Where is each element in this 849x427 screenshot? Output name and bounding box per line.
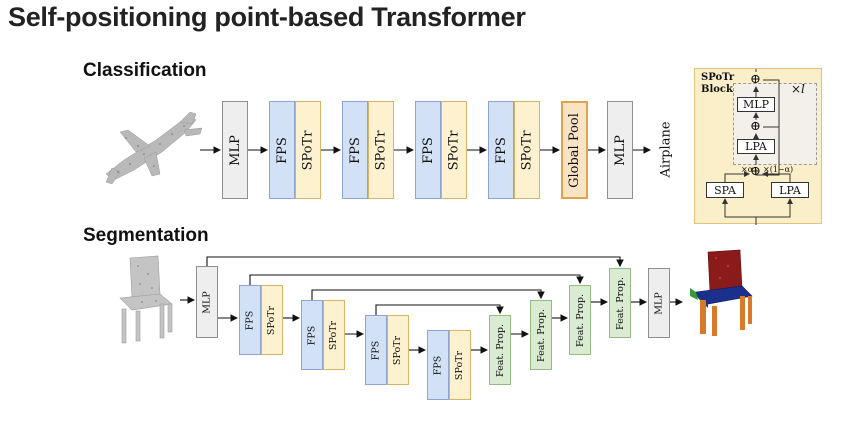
- classification-fps-4: FPS: [488, 101, 514, 199]
- add-node-middle-icon: ⊕: [750, 119, 761, 134]
- alpha-label: ×α: [741, 165, 754, 174]
- segmentation-mlp-out: MLP: [648, 268, 670, 338]
- classification-fps-2: FPS: [342, 101, 368, 199]
- classification-mlp-out: MLP: [607, 101, 633, 199]
- classification-mlp-in: MLP: [222, 101, 248, 199]
- classification-global-pool: Global Pool: [561, 101, 588, 199]
- spotr-block-panel: SPoTr Block ×l MLP LPA SPA LPA ×α ×(1−α)…: [694, 68, 822, 225]
- classification-spotr-2: SPoTr: [368, 101, 394, 199]
- classification-fps-1: FPS: [269, 101, 295, 199]
- segmentation-feat-prop-4: Feat. Prop.: [609, 268, 631, 338]
- segmentation-feat-prop-3: Feat. Prop.: [569, 285, 591, 355]
- spotr-block-title: SPoTr: [701, 72, 735, 83]
- airplane-point-cloud-image: [105, 111, 203, 185]
- add-node-top-icon: ⊕: [750, 72, 761, 87]
- block-lpa-top-box: LPA: [737, 139, 775, 154]
- segmentation-fps-3: FPS: [365, 315, 387, 385]
- segmentation-spotr-2: SPoTr: [323, 300, 345, 370]
- segmentation-spotr-3: SPoTr: [387, 315, 409, 385]
- block-lpa-bottom-box: LPA: [771, 182, 809, 198]
- block-spa-box: SPA: [706, 182, 744, 198]
- classification-spotr-3: SPoTr: [441, 101, 467, 199]
- segmentation-feat-prop-2: Feat. Prop.: [530, 300, 552, 370]
- segmentation-fps-4: FPS: [427, 330, 449, 400]
- one-minus-alpha-label: ×(1−α): [763, 165, 794, 174]
- segmentation-fps-1: FPS: [239, 285, 261, 355]
- classification-heading: Classification: [83, 60, 207, 81]
- block-mlp-box: MLP: [737, 97, 775, 112]
- segmentation-spotr-1: SPoTr: [261, 285, 283, 355]
- segmentation-spotr-4: SPoTr: [449, 330, 471, 400]
- classification-spotr-1: SPoTr: [295, 101, 321, 199]
- spotr-block-connections: [722, 69, 793, 225]
- segmentation-mlp-in: MLP: [196, 266, 218, 338]
- segmentation-heading: Segmentation: [83, 225, 209, 246]
- repeat-label: ×l: [791, 82, 805, 96]
- classification-spotr-4: SPoTr: [514, 101, 540, 199]
- add-node-bottom-icon: ⊕: [750, 164, 761, 179]
- chair-point-cloud-image: [119, 255, 173, 344]
- segmentation-fps-2: FPS: [301, 300, 323, 370]
- spotr-block-title-2: Block: [701, 84, 733, 95]
- classification-fps-3: FPS: [415, 101, 441, 199]
- segmented-chair-image: [690, 249, 753, 336]
- page-title: Self-positioning point-based Transformer: [8, 2, 526, 32]
- segmentation-feat-prop-1: Feat. Prop.: [489, 315, 511, 385]
